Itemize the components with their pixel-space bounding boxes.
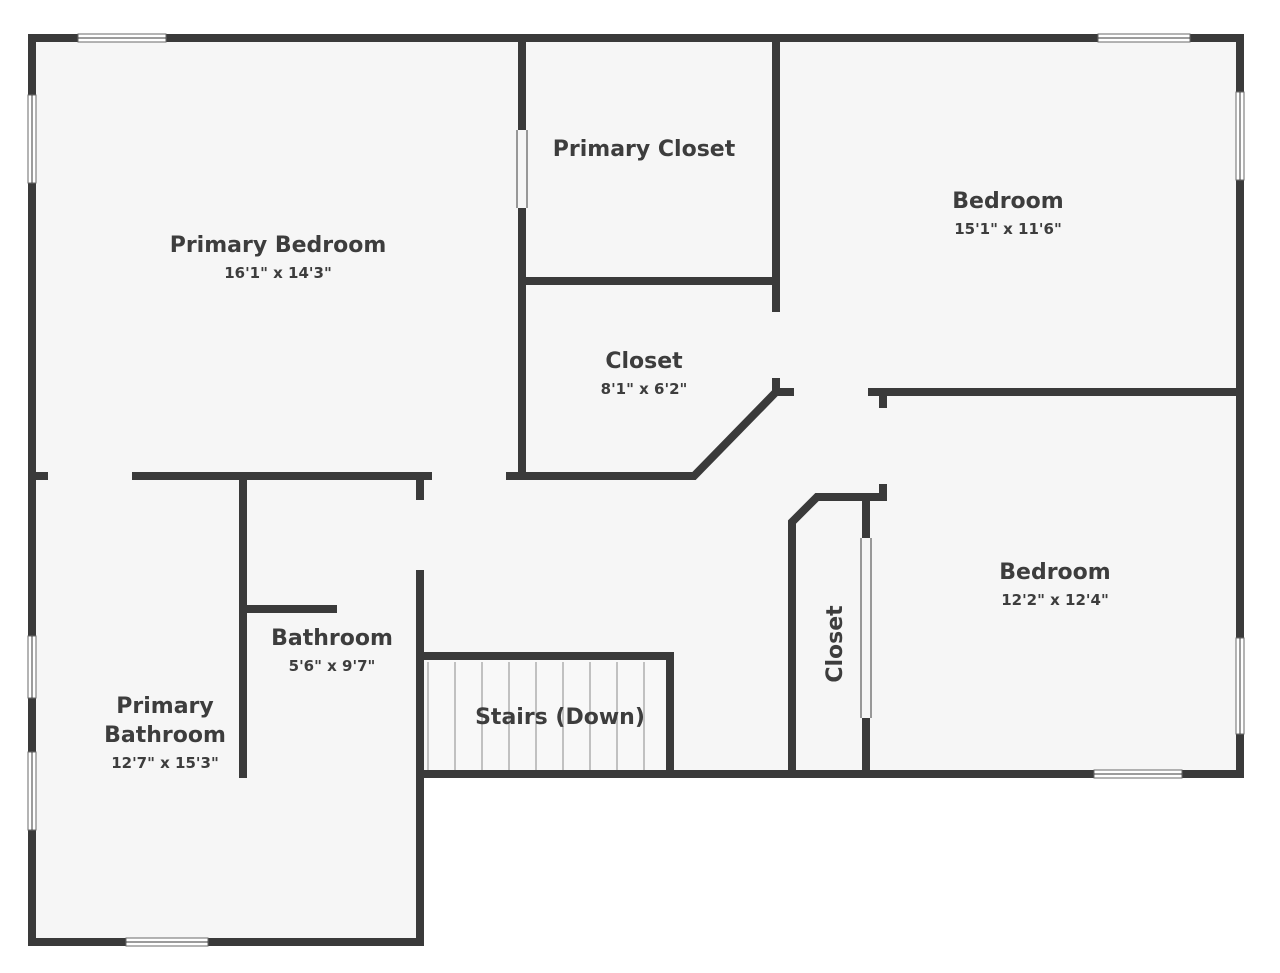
door-openings [48,130,888,718]
closet-mid-name: Closet [605,349,683,374]
primary-closet-name: Primary Closet [553,137,736,162]
bedroom-se-dims: 12'2" x 12'4" [1001,591,1109,609]
stairs-steps [422,658,670,772]
bathroom-dims: 5'6" x 9'7" [289,657,376,675]
primary-bathroom-name-line2: Bathroom [104,723,226,748]
bedroom-ne-name: Bedroom [952,189,1063,214]
closet-narrow-name: Closet [823,605,848,683]
bathroom-name: Bathroom [271,626,393,651]
closet-mid-dims: 8'1" x 6'2" [601,380,688,398]
floor-area [32,38,1240,942]
room-labels: Primary Bedroom 16'1" x 14'3" Primary Cl… [104,137,1111,772]
primary-bedroom-dims: 16'1" x 14'3" [224,264,332,282]
primary-bedroom-name: Primary Bedroom [170,233,387,258]
stairs-name: Stairs (Down) [475,705,645,730]
bedroom-ne-dims: 15'1" x 11'6" [954,220,1062,238]
bedroom-se-name: Bedroom [999,560,1110,585]
primary-bathroom-dims: 12'7" x 15'3" [111,754,219,772]
primary-bathroom-name-line1: Primary [116,694,213,719]
windows [27,33,1245,947]
